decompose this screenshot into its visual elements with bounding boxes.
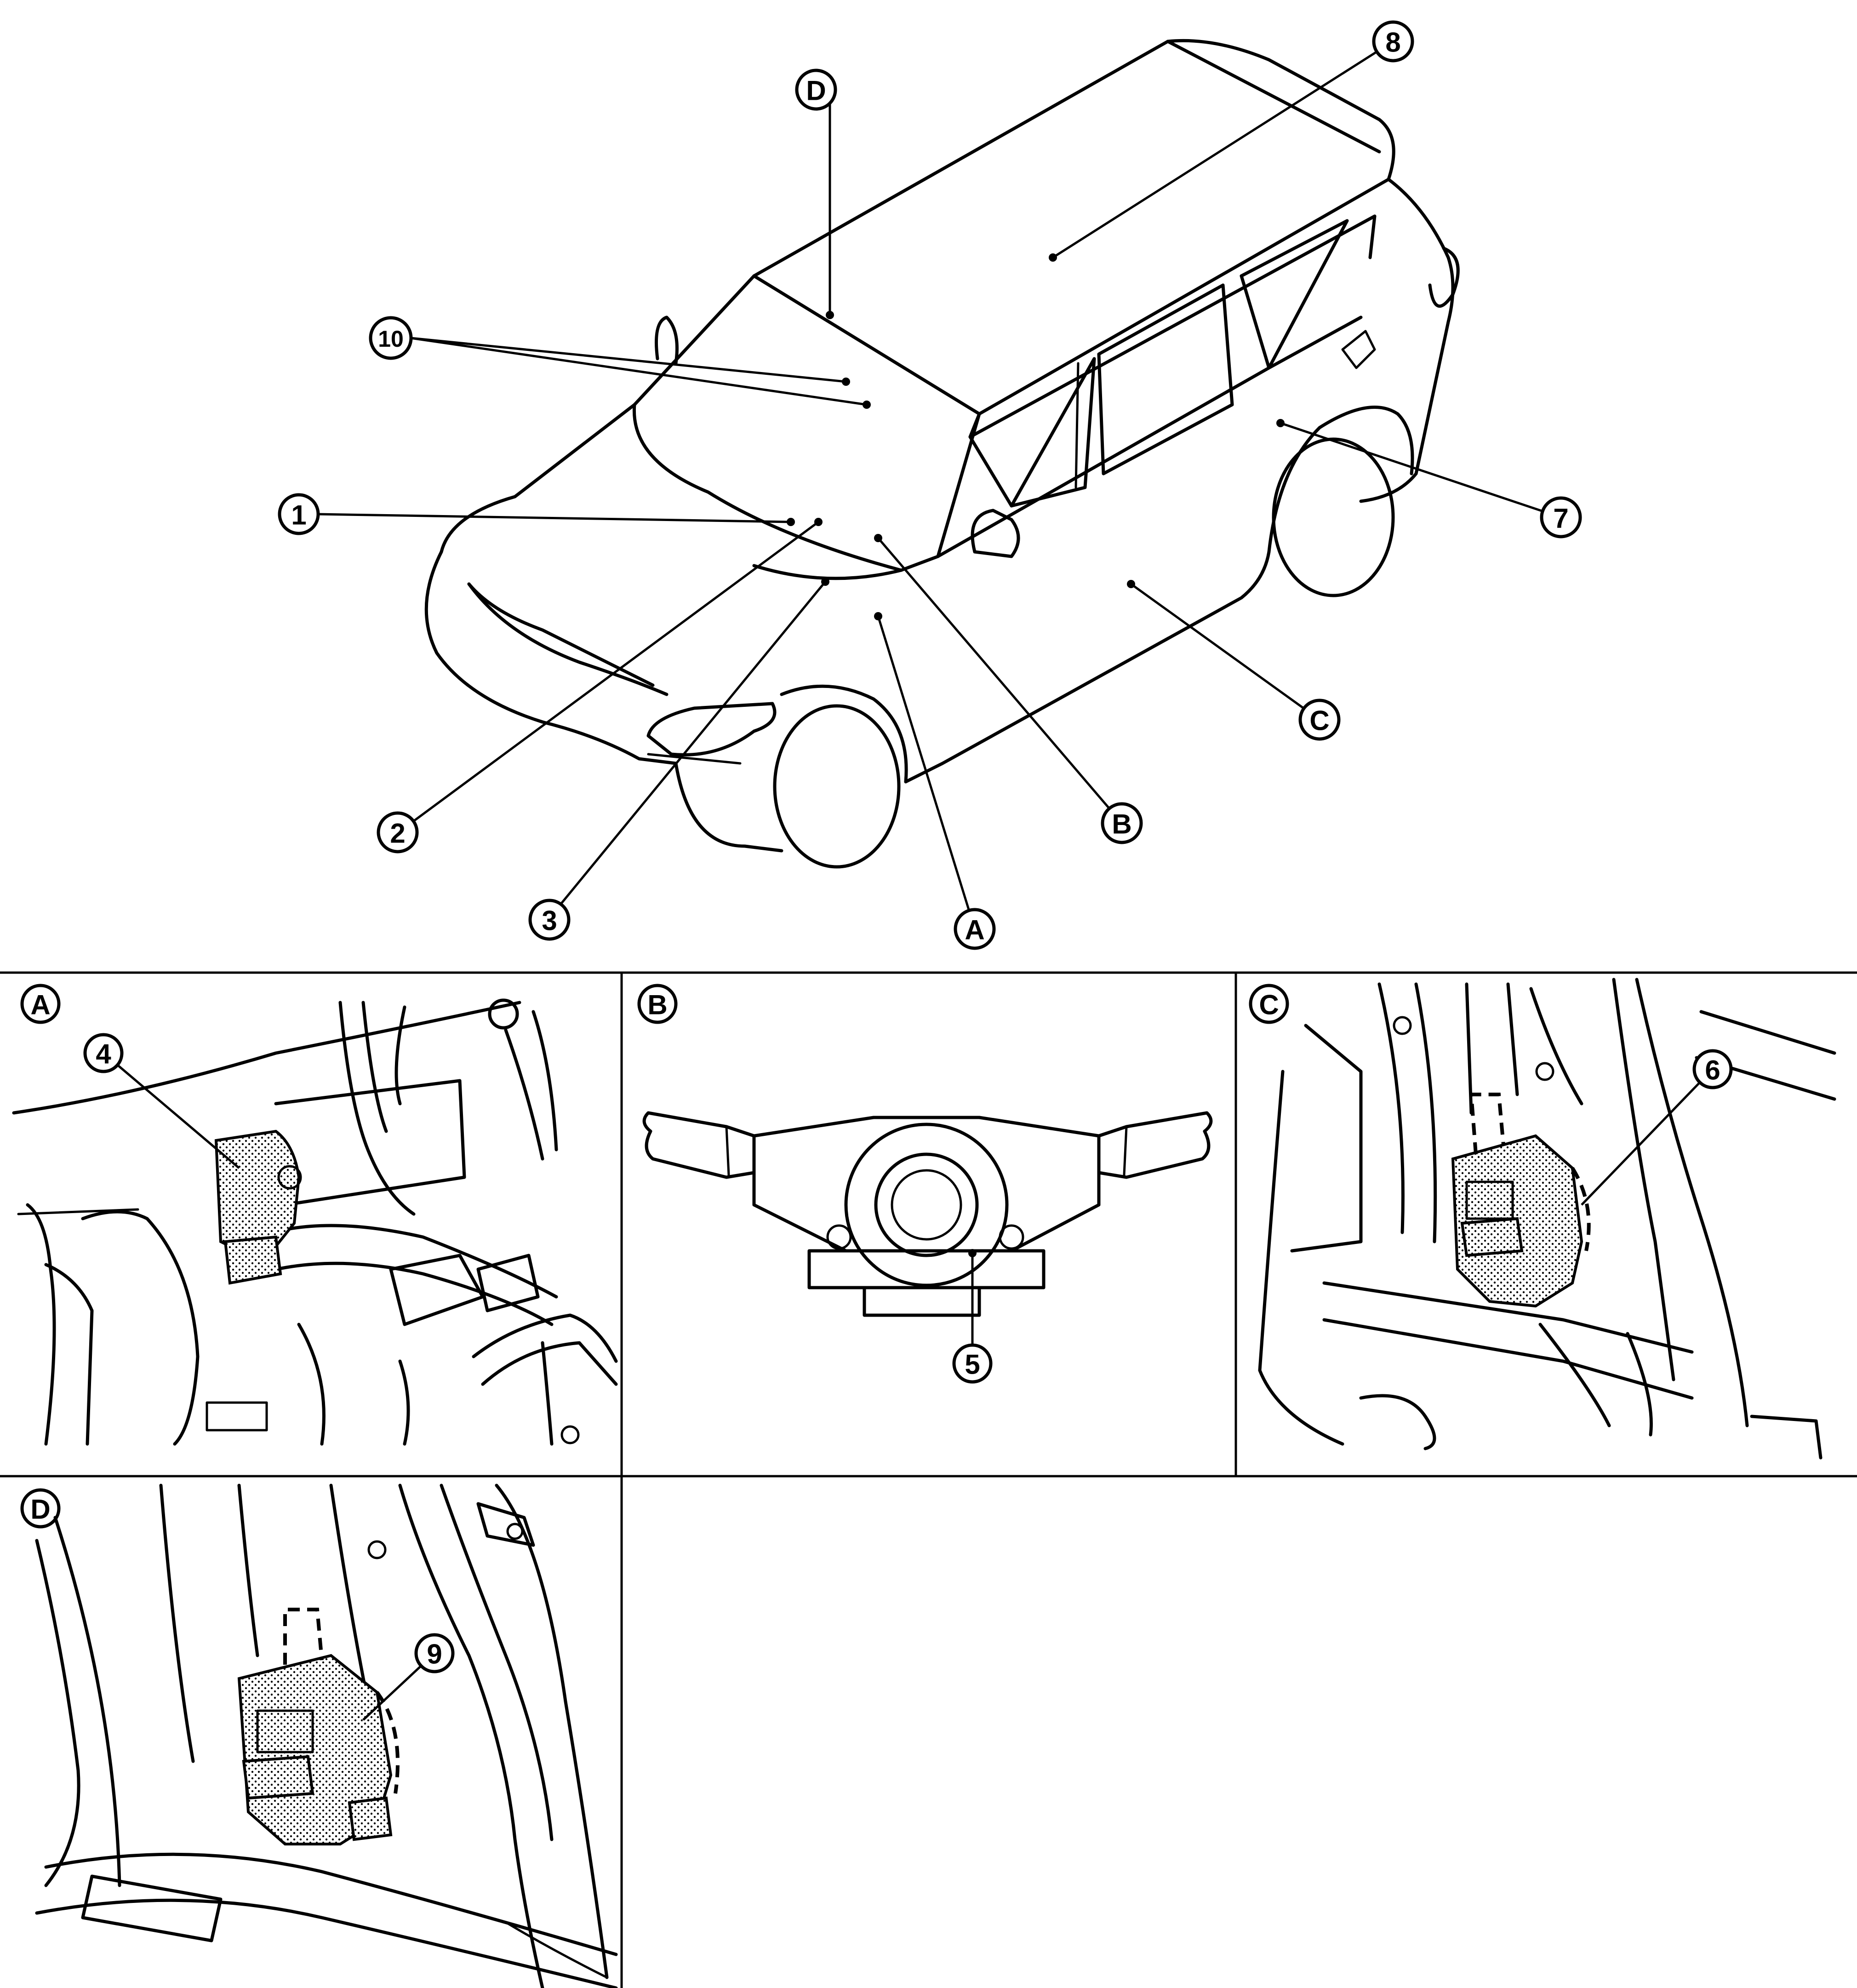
panel-A-label: A <box>30 990 50 1020</box>
panel-frames <box>0 971 1857 1988</box>
callout-label: C <box>1309 705 1329 736</box>
callout-label: 8 <box>1385 27 1400 58</box>
callout-label: 3 <box>542 905 557 936</box>
vehicle-overview <box>424 39 1460 869</box>
leader-lines <box>317 40 1561 929</box>
callout-10: 10 <box>369 316 413 360</box>
detail-panel-B: B 5 <box>637 984 1213 1384</box>
detail-panel-A: A 4 <box>12 984 618 1446</box>
callout-label: 7 <box>1553 503 1568 534</box>
callout-4-label: 4 <box>96 1039 111 1070</box>
callout-7: 7 <box>1540 496 1582 539</box>
callout-6-label: 6 <box>1705 1055 1720 1086</box>
detail-panel-D: D 9 <box>20 1484 618 1988</box>
callout-label: 2 <box>390 818 405 849</box>
callout-3: 3 <box>528 899 571 941</box>
callout-9-label: 9 <box>427 1639 442 1670</box>
detail-panel-C: C 6 <box>1249 978 1836 1460</box>
callout-1: 1 <box>278 493 320 535</box>
callout-A-top: A <box>954 908 996 950</box>
panel-C-label: C <box>1259 990 1279 1020</box>
callout-label: 10 <box>378 326 404 352</box>
callout-D-top: D <box>795 69 837 111</box>
callout-5-label: 5 <box>965 1349 980 1380</box>
panel-D-label: D <box>30 1494 50 1525</box>
callout-label: A <box>965 915 984 945</box>
callout-C-top: C <box>1298 699 1341 741</box>
panel-B-label: B <box>647 990 667 1020</box>
callout-label: 1 <box>291 500 306 531</box>
callout-label: D <box>806 75 826 106</box>
callout-8: 8 <box>1372 20 1414 63</box>
callout-label: B <box>1112 809 1131 840</box>
callout-2: 2 <box>377 811 419 854</box>
callout-B-top: B <box>1101 802 1143 844</box>
